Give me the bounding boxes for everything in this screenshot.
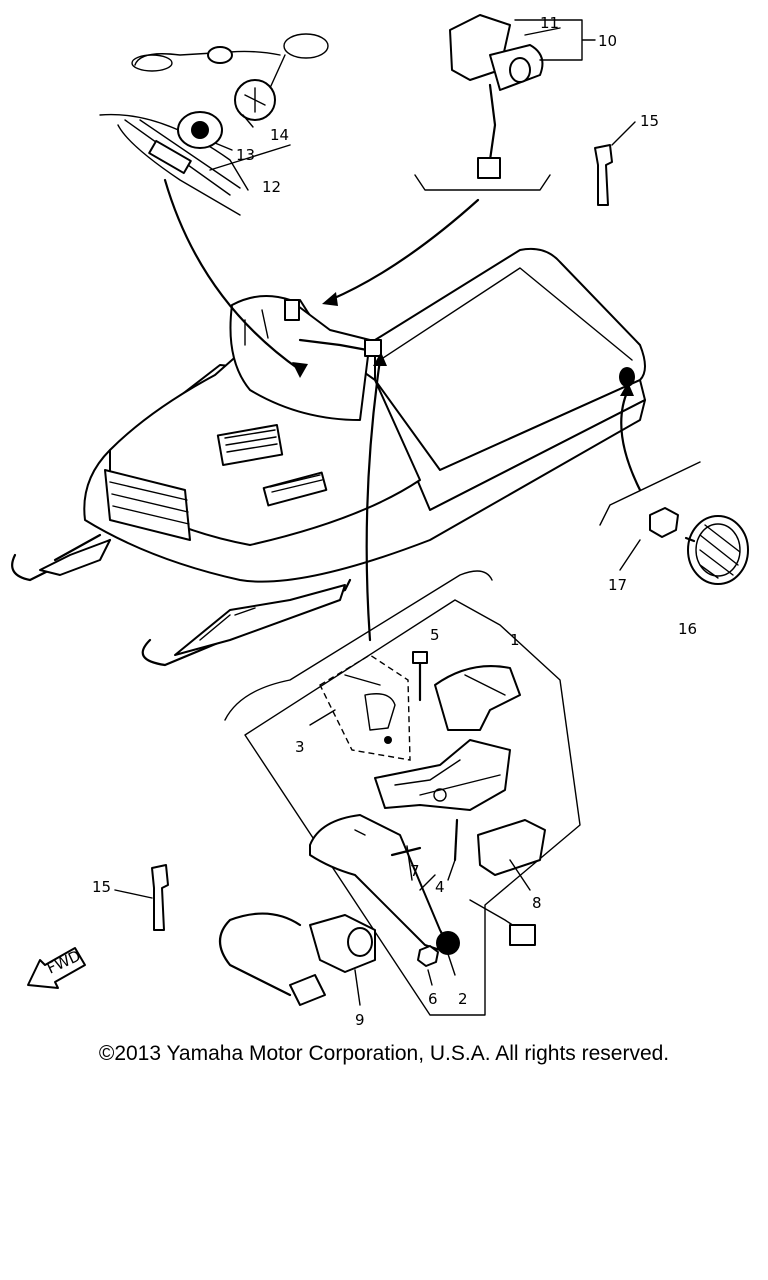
callout-5: 5 — [430, 626, 440, 644]
leader-arrows — [163, 178, 642, 642]
callout-7: 7 — [410, 862, 420, 880]
copyright-notice: ©2013 Yamaha Motor Corporation, U.S.A. A… — [98, 1042, 670, 1065]
handlebar-switch-assembly — [414, 14, 596, 191]
key-assembly — [99, 33, 329, 216]
callout-numbers: 11 10 15 14 13 12 17 16 1 5 3 7 4 8 15 2… — [92, 14, 697, 1029]
callout-2: 2 — [458, 990, 468, 1008]
callout-3: 3 — [295, 738, 305, 756]
callout-15-top: 15 — [640, 112, 659, 130]
callout-17: 17 — [608, 576, 627, 594]
key-15-top — [594, 121, 636, 206]
callout-8: 8 — [532, 894, 542, 912]
callout-9: 9 — [355, 1011, 365, 1029]
callout-16: 16 — [678, 620, 697, 638]
tail-light-parts — [599, 461, 749, 585]
callout-11: 11 — [540, 14, 559, 32]
callout-13: 13 — [236, 146, 255, 164]
callout-6: 6 — [428, 990, 438, 1008]
snowmobile-illustration — [11, 247, 646, 667]
brake-lever-assembly — [218, 570, 581, 1016]
callout-10: 10 — [598, 32, 617, 50]
key-15-bottom — [114, 864, 169, 931]
callout-15-bottom: 15 — [92, 878, 111, 896]
callout-14: 14 — [270, 126, 289, 144]
parts-diagram: FWD 11 10 15 14 13 12 17 16 1 5 3 7 4 8 … — [11, 14, 749, 1029]
callout-12: 12 — [262, 178, 281, 196]
callout-4: 4 — [435, 878, 445, 896]
forward-direction-arrow: FWD — [27, 947, 86, 989]
callout-1: 1 — [510, 631, 520, 649]
